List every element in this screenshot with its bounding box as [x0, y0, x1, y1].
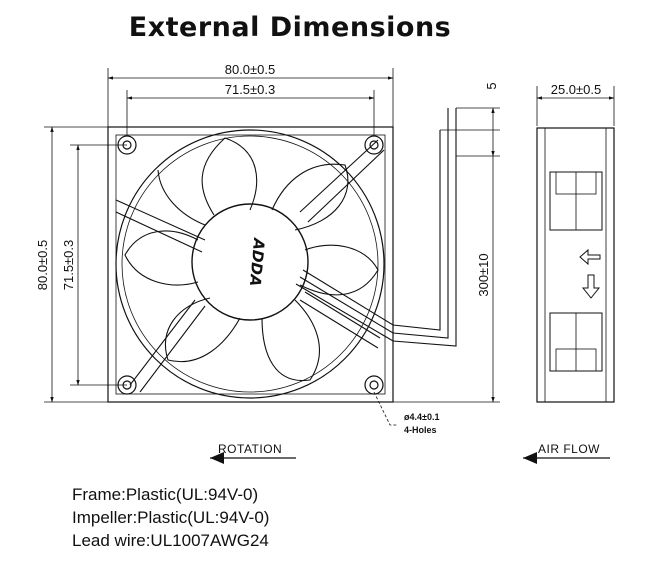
spec-frame: Frame:Plastic(UL:94V-0): [72, 485, 259, 504]
spec-impeller: Impeller:Plastic(UL:94V-0): [72, 508, 270, 527]
rotation-direction-icon: [579, 248, 601, 266]
outer-width-label: 80.0±0.5: [225, 62, 276, 77]
fan-blades: [124, 137, 379, 382]
mounting-hole-top-right: [364, 135, 384, 155]
airflow-arrow-icon: [523, 452, 610, 464]
wire-length-label: 300±10: [476, 253, 491, 296]
front-view: [107, 108, 457, 403]
fan-opening-circle: [115, 129, 385, 399]
side-view: [536, 86, 615, 403]
wire-offset-label: 5: [484, 82, 499, 89]
lead-wires: [295, 108, 457, 347]
hole-height-label: 71.5±0.3: [61, 240, 76, 291]
airflow-direction-icon: [581, 274, 601, 299]
fan-frame-outline: [107, 126, 394, 403]
mounting-hole-bottom-right: [364, 375, 384, 395]
spec-lead-wire: Lead wire:UL1007AWG24: [72, 531, 269, 550]
fan-hub: [191, 203, 309, 321]
depth-label: 25.0±0.5: [551, 82, 602, 97]
brand-logo: ADDA: [246, 237, 268, 288]
hole-diameter-label: ø4.4±0.1: [404, 412, 439, 422]
page-title: External Dimensions: [128, 12, 452, 43]
rotation-arrow-icon: [210, 452, 296, 464]
hole-count-label: 4-Holes: [404, 425, 437, 435]
fan-struts: [115, 139, 385, 393]
rotation-label: ROTATION: [218, 442, 282, 456]
hole-width-label: 71.5±0.3: [225, 82, 276, 97]
outer-height-label: 80.0±0.5: [35, 240, 50, 291]
airflow-label: AIR FLOW: [538, 442, 600, 456]
